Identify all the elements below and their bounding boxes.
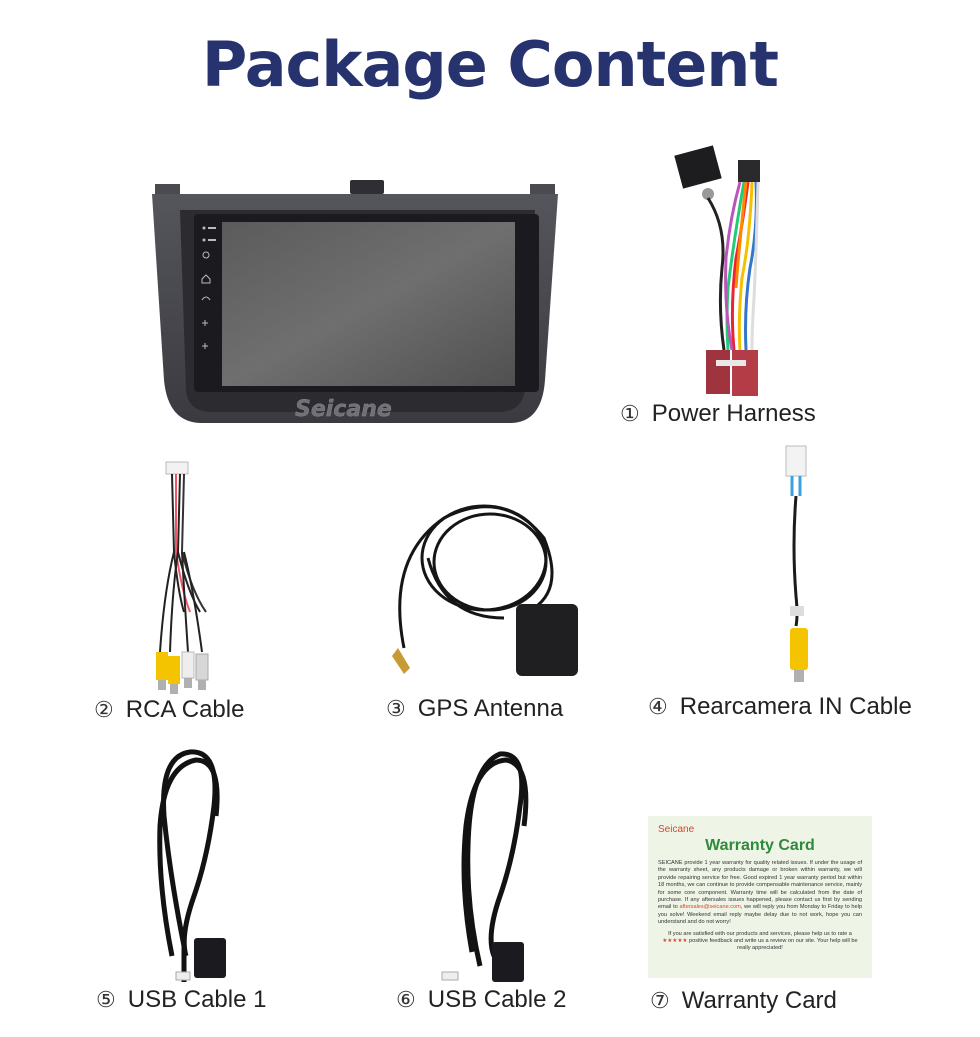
rearcamera-cable-image xyxy=(780,445,820,692)
warranty-card-footer: If you are satisfied with our products a… xyxy=(662,930,858,952)
warranty-card-title: Warranty Card xyxy=(705,837,815,854)
power-harness-image xyxy=(672,138,802,400)
usb-cable-2-image xyxy=(436,746,546,986)
warranty-card-brand: Seicane xyxy=(658,824,695,835)
head-unit-image: Seicane xyxy=(150,180,560,430)
page-title: Package Content xyxy=(201,28,779,101)
warranty-card-body: SEICANE provide 1 year warranty for qual… xyxy=(658,860,863,926)
rating-stars: ★★★★★ xyxy=(662,938,688,945)
rca-cable-image xyxy=(148,461,218,694)
warranty-card-email: aftersales@seicane.com xyxy=(679,904,741,911)
usb-cable-1-image xyxy=(150,746,240,986)
gps-antenna-image xyxy=(384,498,584,688)
warranty-card: Seicane Warranty Card SEICANE provide 1 … xyxy=(648,816,872,978)
seicane-logo: Seicane xyxy=(295,397,392,422)
